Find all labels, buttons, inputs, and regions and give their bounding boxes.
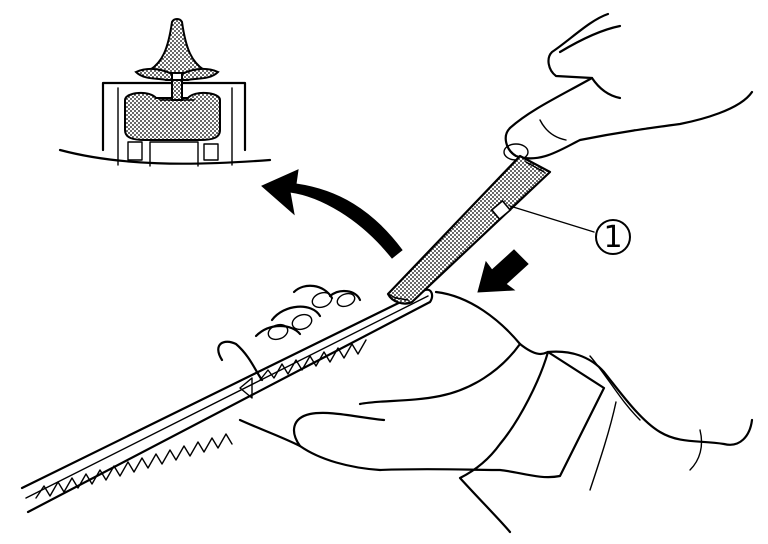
right-hand [503,12,754,161]
weatherstrip [20,288,434,514]
clip-detail-inset [58,18,272,167]
callout-1: 1 [509,205,631,255]
clip-head [148,18,206,74]
removal-direction-arrow [261,169,403,259]
tool-tip [490,199,512,221]
trim-tool [386,154,552,305]
clip-body [124,92,221,141]
insert-direction-arrow [477,249,529,293]
tool-shaft [386,154,552,305]
callout-label: 1 [603,220,622,255]
callout-circle [595,219,631,255]
left-hand [217,284,754,534]
